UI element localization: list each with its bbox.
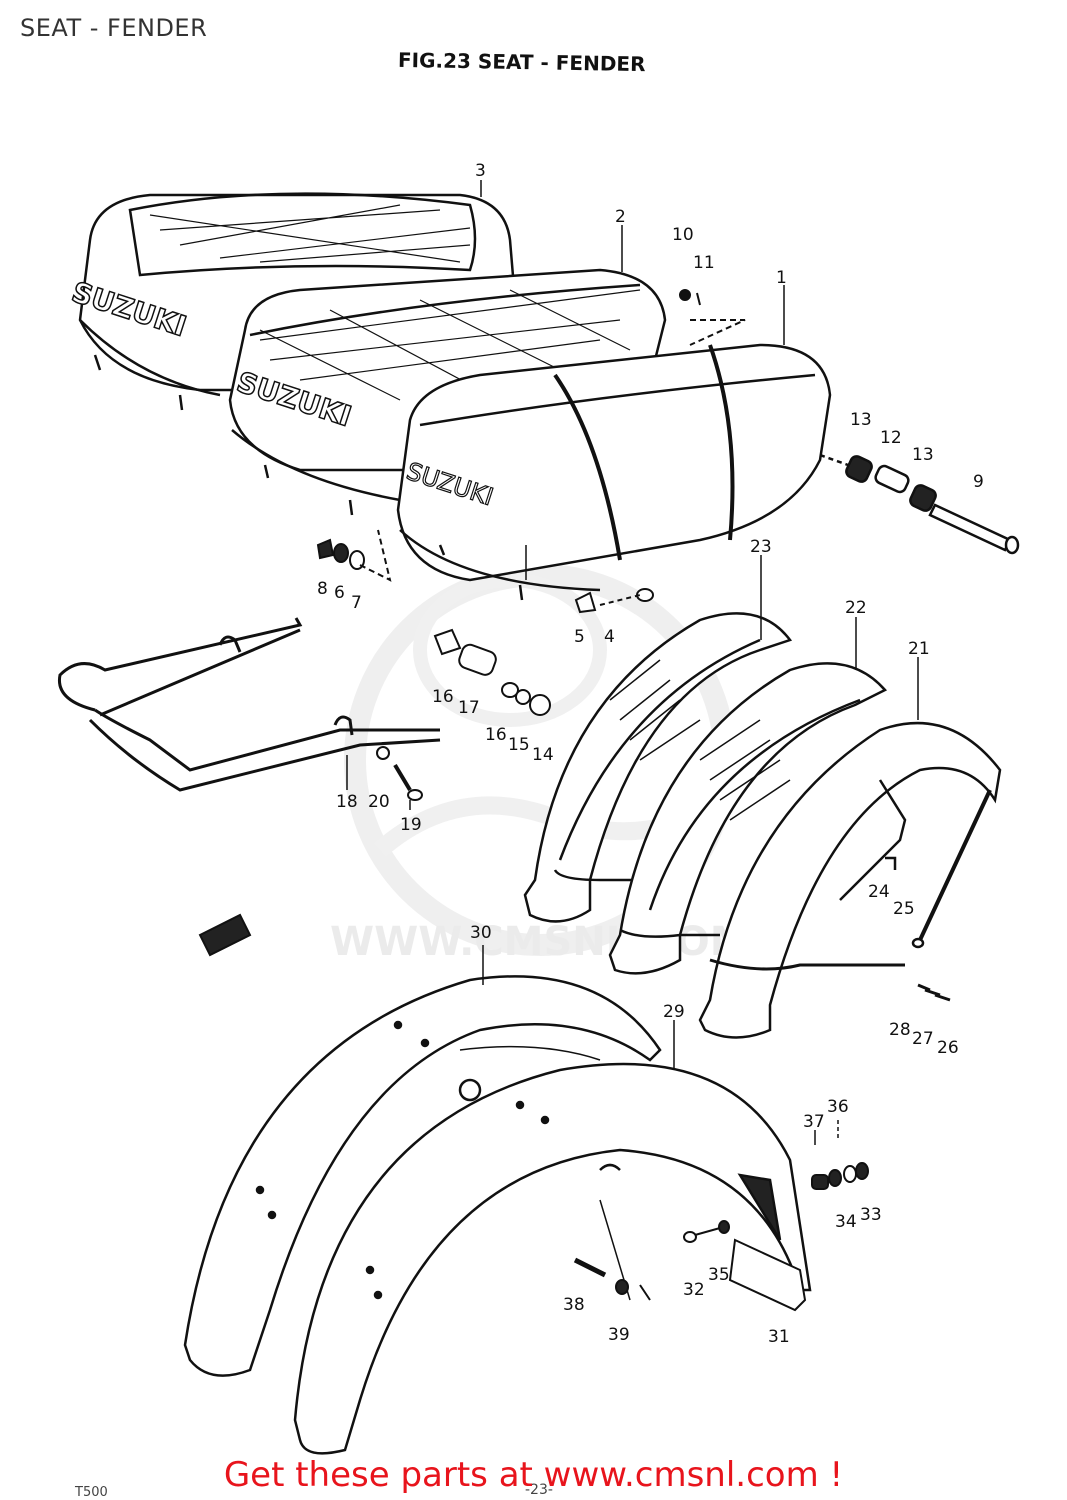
- callout-39: 39: [608, 1325, 630, 1345]
- callout-30: 30: [470, 923, 492, 943]
- callout-36: 36: [827, 1097, 849, 1117]
- badge-part: [198, 913, 252, 957]
- fender-part-23: [523, 612, 793, 923]
- rear-fender-part-30: [183, 975, 662, 1377]
- callout-29: 29: [663, 1002, 685, 1022]
- callout-17: 17: [458, 698, 480, 718]
- callout-2: 2: [615, 207, 626, 227]
- callout-27: 27: [912, 1029, 934, 1049]
- callout-20: 20: [368, 792, 390, 812]
- callout-7: 7: [351, 593, 362, 613]
- callout-35: 35: [708, 1265, 730, 1285]
- callout-numbers: 1 2 3 4 5 6 7 8 9 10 11 12 13 13 14 15 1…: [317, 161, 984, 1347]
- callout-31: 31: [768, 1327, 790, 1347]
- callout-8: 8: [317, 579, 328, 599]
- callout-9: 9: [973, 472, 984, 492]
- callout-6: 6: [334, 583, 345, 603]
- callout-15: 15: [508, 735, 530, 755]
- callout-18: 18: [336, 792, 358, 812]
- bracket-10-11: [679, 289, 746, 346]
- callout-1: 1: [776, 268, 787, 288]
- hinge-shaft-9: [819, 453, 1020, 555]
- callout-25: 25: [893, 899, 915, 919]
- rear-hardware-31-39: [573, 1162, 869, 1312]
- callout-14: 14: [532, 745, 554, 765]
- callout-24: 24: [868, 882, 890, 902]
- callout-28: 28: [889, 1020, 911, 1040]
- callout-13-right: 13: [912, 445, 934, 465]
- get-parts-link[interactable]: Get these parts at www.cmsnl.com !: [223, 1455, 844, 1495]
- callout-12: 12: [880, 428, 902, 448]
- callout-26: 26: [937, 1038, 959, 1058]
- callout-16-upper: 16: [432, 687, 454, 707]
- page-title: SEAT - FENDER: [20, 14, 208, 42]
- callout-3: 3: [475, 161, 486, 181]
- hardware-4-5-14-17: [433, 588, 654, 716]
- callout-16-lower: 16: [485, 725, 507, 745]
- fender-part-22: [608, 662, 888, 975]
- grab-rail-18: [57, 617, 441, 801]
- rear-fender-part-29: [293, 1062, 812, 1455]
- callout-5: 5: [574, 627, 585, 647]
- callout-11: 11: [693, 253, 715, 273]
- callout-10: 10: [672, 225, 694, 245]
- callout-32: 32: [683, 1280, 705, 1300]
- callout-19: 19: [400, 815, 422, 835]
- leader-lines: [346, 180, 919, 1145]
- callout-37: 37: [803, 1112, 825, 1132]
- page-number: -23-: [525, 1482, 553, 1498]
- callout-33: 33: [860, 1205, 882, 1225]
- watermark-text: WWW.CMSNL.COM: [330, 919, 750, 965]
- callout-22: 22: [845, 598, 867, 618]
- callout-13-left: 13: [850, 410, 872, 430]
- callout-4: 4: [604, 627, 615, 647]
- seat-part-1: SUZUKI: [396, 343, 832, 601]
- hardware-6-7-8: [316, 529, 392, 582]
- fender-part-21: [698, 721, 1002, 1039]
- callout-38: 38: [563, 1295, 585, 1315]
- callout-23: 23: [750, 537, 772, 557]
- callout-34: 34: [835, 1212, 857, 1232]
- corner-code: T500: [75, 1485, 108, 1500]
- callout-21: 21: [908, 639, 930, 659]
